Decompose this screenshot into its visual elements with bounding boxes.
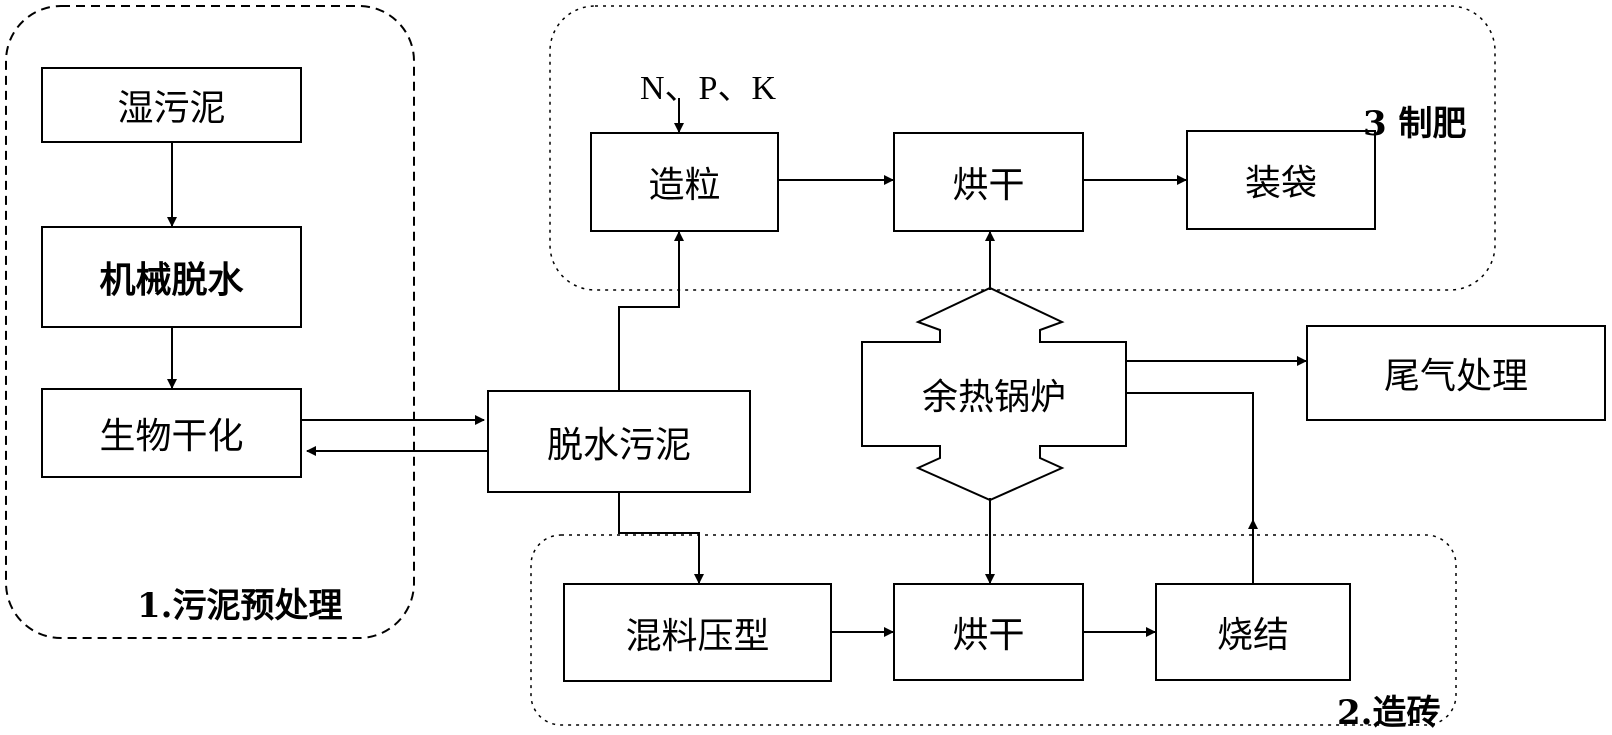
node-dewatered-sludge: 脱水污泥 <box>487 390 751 493</box>
group-label-fertilizer: 3 制肥 <box>1363 104 1467 144</box>
arrow-sintering-to-boiler <box>1126 392 1254 583</box>
node-mix-press: 混料压型 <box>563 583 832 682</box>
node-wet-sludge: 湿污泥 <box>41 67 302 143</box>
node-biological-drying: 生物干化 <box>41 388 302 478</box>
node-mechanical-dewatering: 机械脱水 <box>41 226 302 328</box>
node-exhaust-treatment: 尾气处理 <box>1306 325 1606 421</box>
arrow-sludge-to-mixpress <box>618 493 704 584</box>
node-bagging: 装袋 <box>1186 130 1376 230</box>
group-boundary-fertilizer <box>549 5 1496 291</box>
arrow-sludge-to-granulation <box>618 231 684 390</box>
group-label-brick: 2.造砖 <box>1337 693 1441 733</box>
group-label-pretreatment: 1.污泥预处理 <box>137 586 343 626</box>
node-drying-top: 烘干 <box>893 132 1084 232</box>
nutrient-input-label: N、P、K <box>640 70 777 107</box>
node-drying-bottom: 烘干 <box>893 583 1084 681</box>
group-boundary-pretreatment <box>5 5 415 639</box>
node-waste-heat-boiler: 余热锅炉 <box>921 377 1066 418</box>
boiler-heat-outline <box>861 286 1127 502</box>
group-boundary-brick <box>530 534 1457 726</box>
node-granulation: 造粒 <box>590 132 779 232</box>
node-sintering: 烧结 <box>1155 583 1351 681</box>
